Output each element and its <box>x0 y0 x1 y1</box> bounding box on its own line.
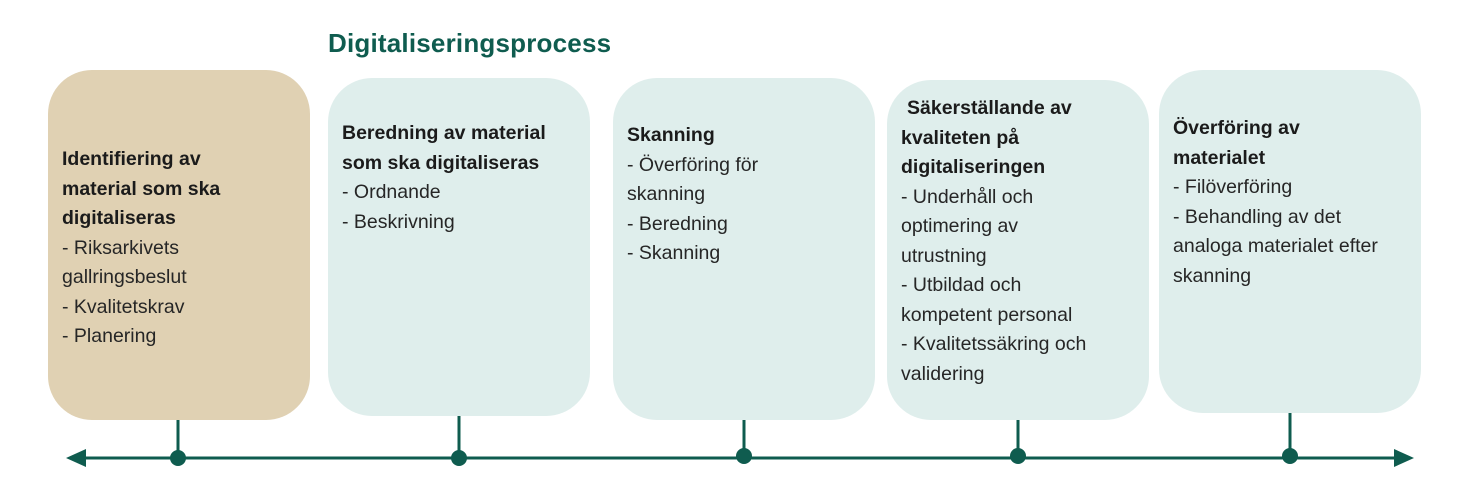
stage-transfer: Överföring av materialet - Filöverföring… <box>1159 70 1421 413</box>
stage-item-line: kompetent personal <box>901 303 1073 326</box>
stage-heading: Säkerställande av <box>901 94 1139 124</box>
stage-item-line: - Skanning <box>627 242 721 264</box>
stage-item-line: - Underhåll och <box>901 185 1034 208</box>
stage-scanning: Skanning - Överföring för skanning - Ber… <box>613 78 875 420</box>
stage-item-list: - Ordnande - Beskrivning <box>342 178 580 237</box>
stage-heading: Identifiering av material som ska digita… <box>62 145 300 234</box>
stage-heading-line: kvaliteten på <box>901 126 1020 149</box>
timeline-marker <box>1010 448 1026 464</box>
stage-item-line: analoga materialet efter <box>1173 235 1378 257</box>
stage-item-line: gallringsbeslut <box>62 266 187 288</box>
arrow-right-icon <box>1394 449 1414 467</box>
timeline-marker <box>1282 448 1298 464</box>
stage-item-list: - Riksarkivets gallringsbeslut - Kvalite… <box>62 234 300 352</box>
stage-item-line: validering <box>901 362 985 385</box>
stage-heading-line: Säkerställande av <box>907 97 1072 119</box>
stage-heading: Överföring av materialet <box>1173 114 1411 173</box>
stage-item-line: - Filöverföring <box>1173 176 1293 198</box>
stage-quality-assurance: Säkerställande av kvaliteten på digitali… <box>887 80 1149 420</box>
stage-heading-line: materialet <box>1173 146 1266 169</box>
timeline-marker <box>170 450 186 466</box>
stage-heading-line: material som ska <box>62 177 221 200</box>
stage-item-list: - Underhåll och optimering av utrustning… <box>901 183 1139 390</box>
stage-item-line: - Beskrivning <box>342 210 455 233</box>
stage-item-list: - Överföring för skanning - Beredning - … <box>627 151 865 269</box>
stage-item-line: - Utbildad och <box>901 274 1022 296</box>
timeline-marker <box>451 450 467 466</box>
diagram-title: Digitaliseringsprocess <box>328 28 612 58</box>
stage-heading: Beredning av material som ska digitalise… <box>342 119 580 178</box>
stage-item-line: skanning <box>1173 264 1252 287</box>
stage-item-line: utrustning <box>901 244 987 267</box>
stage-preparation: Beredning av material som ska digitalise… <box>328 78 590 416</box>
timeline-marker <box>736 448 752 464</box>
stage-heading: Skanning <box>627 121 865 151</box>
stage-identification: Identifiering av material som ska digita… <box>48 70 310 420</box>
stage-heading: kvaliteten på digitaliseringen <box>901 124 1139 183</box>
stage-item-line: skanning <box>627 183 706 205</box>
stage-heading-line: Beredning av material <box>342 122 546 144</box>
stage-item-line: - Överföring för <box>627 153 759 176</box>
stage-item-line: optimering av <box>901 215 1019 237</box>
stage-heading-line: som ska digitaliseras <box>342 151 540 174</box>
stage-item-line: - Riksarkivets <box>62 236 180 259</box>
stage-item-list: - Filöverföring - Behandling av det anal… <box>1173 173 1411 291</box>
stage-heading-line: Överföring av <box>1173 117 1300 139</box>
stage-item-line: - Behandling av det <box>1173 205 1342 228</box>
stage-item-line: - Ordnande <box>342 181 441 203</box>
stage-heading-line: Identifiering av <box>62 148 201 170</box>
stage-item-line: - Planering <box>62 325 157 347</box>
stage-item-line: - Kvalitetssäkring och <box>901 333 1087 355</box>
stage-item-line: - Beredning <box>627 212 728 235</box>
stage-item-line: - Kvalitetskrav <box>62 295 185 318</box>
arrow-left-icon <box>66 449 86 467</box>
stage-heading-line: digitaliseras <box>62 207 176 229</box>
stage-heading-line: Skanning <box>627 124 715 146</box>
stage-heading-line: digitaliseringen <box>901 156 1046 178</box>
